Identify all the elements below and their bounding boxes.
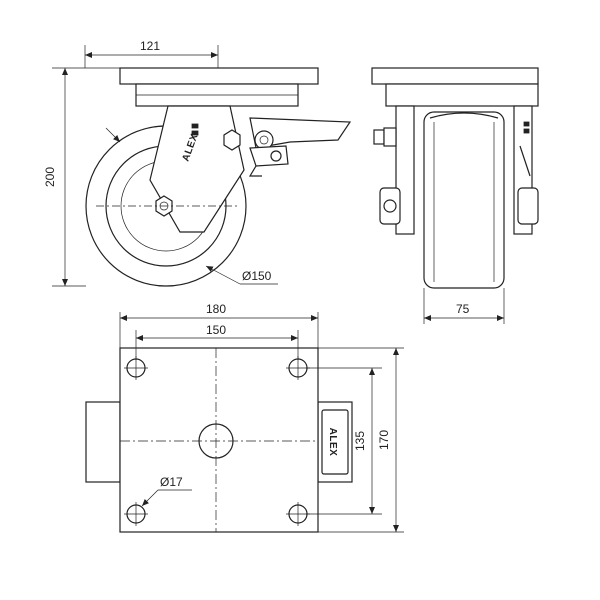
dim-plate-depth: 170	[377, 430, 391, 450]
top-plate	[119, 347, 319, 533]
dim-plate-width: 180	[206, 302, 226, 316]
front-wheel	[423, 111, 505, 289]
top-wheel-protrusion	[85, 401, 121, 483]
dim-overall-height: 200	[43, 167, 57, 187]
front-axle-nut-right	[517, 187, 539, 225]
dim-wheel-width: 75	[456, 302, 470, 316]
front-view: 75	[371, 67, 539, 324]
dim-top-width: 121	[140, 39, 160, 53]
brand-label: ALEX	[327, 428, 338, 457]
dim-bolt-spacing-y: 135	[353, 431, 367, 451]
side-brake-nut	[223, 129, 241, 151]
front-top-plate	[371, 67, 539, 85]
top-view: ALEX 180 150 135	[85, 302, 404, 533]
side-brake-assembly	[248, 117, 352, 177]
dim-bolt-spacing-x: 150	[206, 323, 226, 337]
top-brake-pedal: ALEX	[317, 401, 353, 483]
front-swivel-housing	[385, 83, 539, 107]
dim-bolt-hole-diameter: Ø17	[160, 475, 183, 489]
side-fork-leg	[149, 105, 245, 233]
side-top-plate	[119, 67, 319, 85]
side-view: ALEX 121 200 Ø150	[43, 39, 352, 287]
dim-wheel-diameter: Ø150	[242, 269, 272, 283]
